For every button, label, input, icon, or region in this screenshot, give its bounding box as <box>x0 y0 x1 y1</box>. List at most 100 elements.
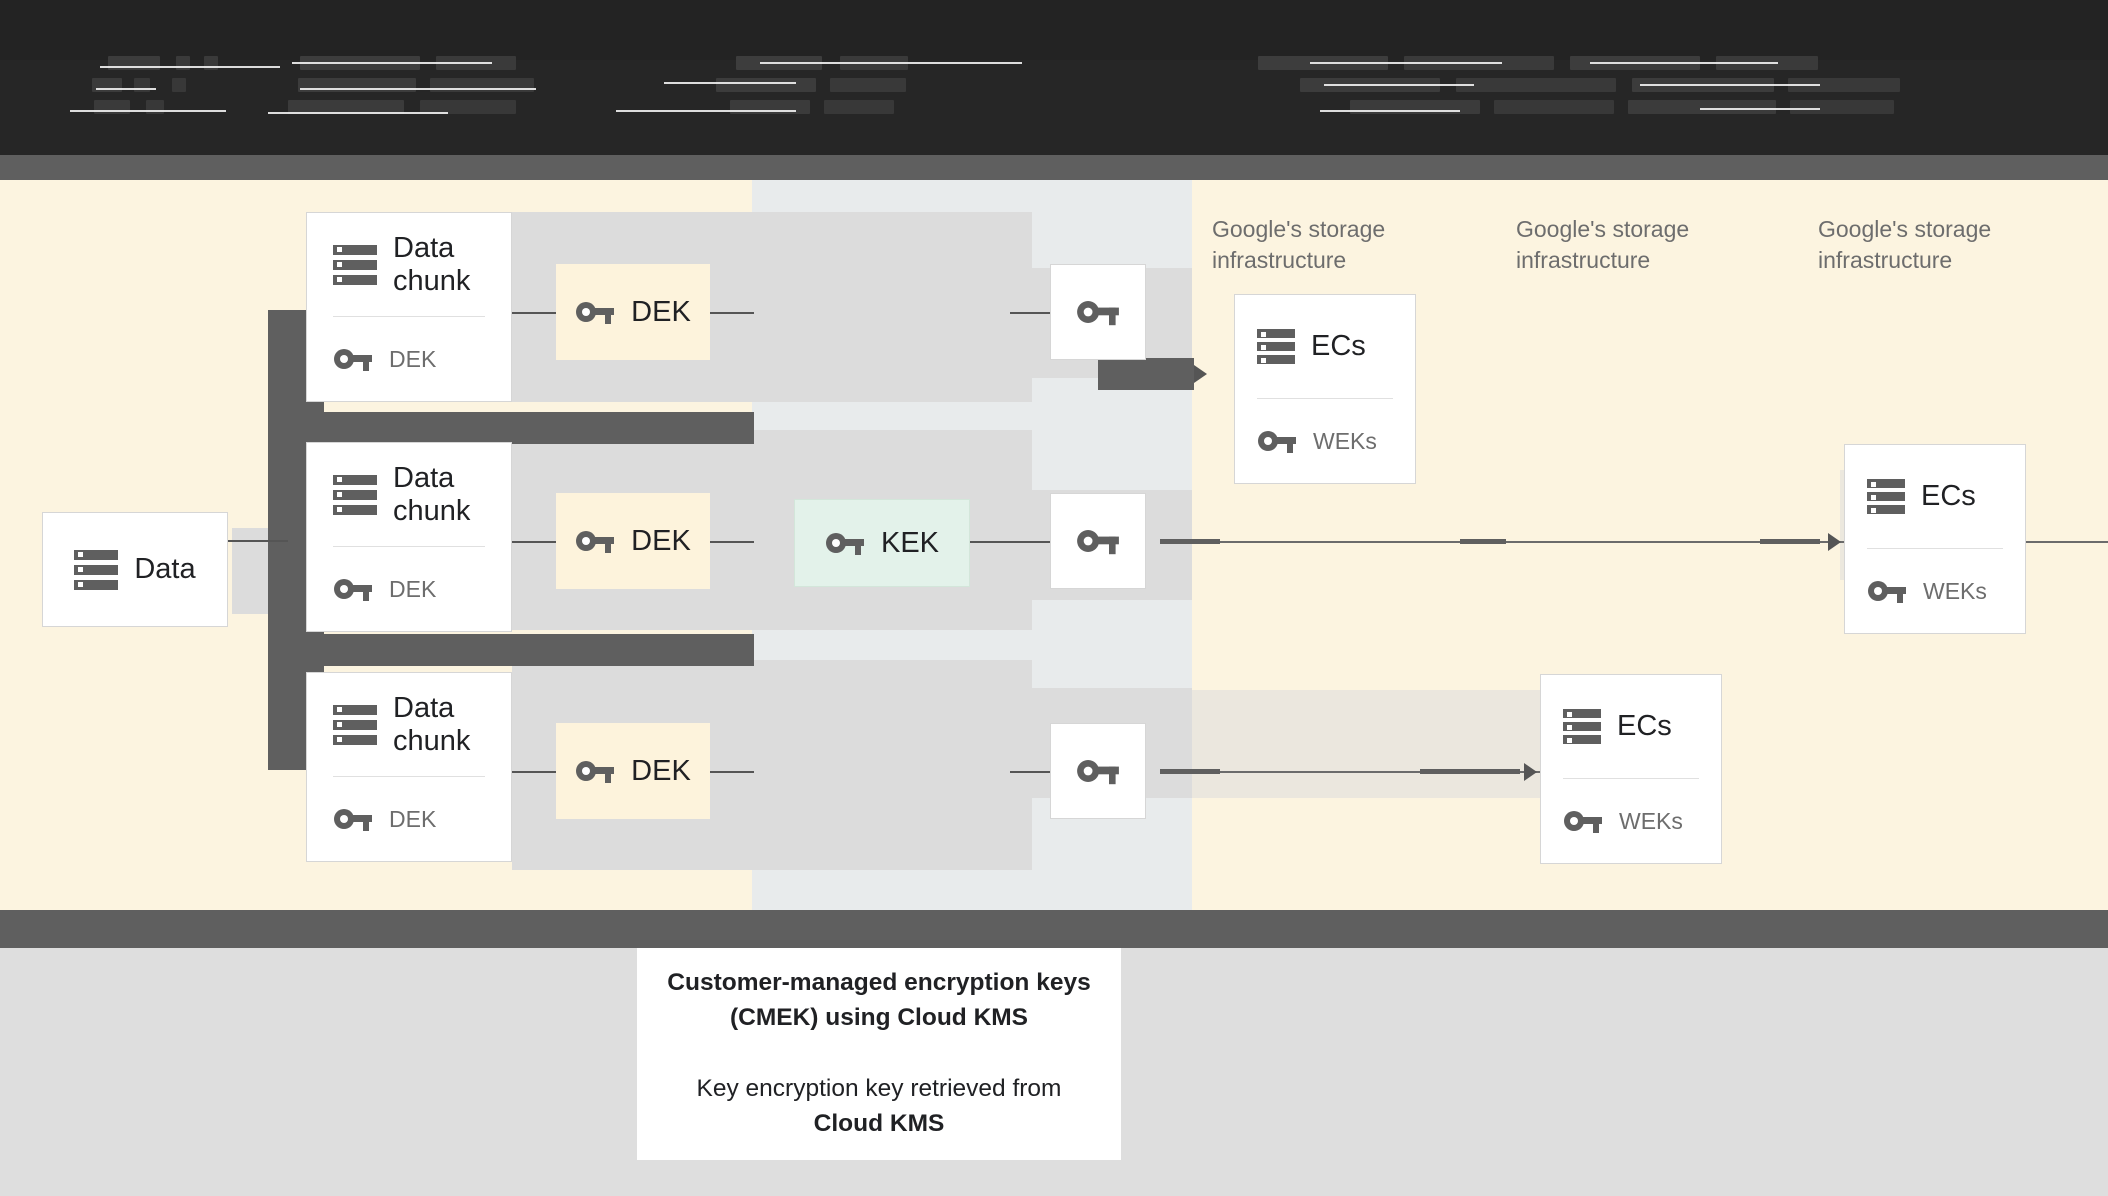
connector-row3-seg-b <box>1420 769 1520 774</box>
data-chunk-title: Data chunk <box>393 232 471 297</box>
ecs-card-footer: WEKs <box>1845 549 2025 633</box>
data-chunk-key-label: DEK <box>389 575 437 602</box>
arrowhead-to-ecs1 <box>1194 365 1207 383</box>
header-text-fragment <box>172 78 186 92</box>
header-text-underline <box>300 88 536 90</box>
ecs-title: ECs <box>1311 330 1366 363</box>
strip-row3-c <box>1192 690 1542 798</box>
data-chunk-title: Data chunk <box>393 462 471 527</box>
header-text-underline <box>1310 62 1502 64</box>
arrowhead-to-ecs3 <box>1524 763 1537 781</box>
data-chunk-key-label: DEK <box>389 805 437 832</box>
storage-column-caption: Google's storage infrastructure <box>1818 214 2018 275</box>
storage-caption-text: Google's storage infrastructure <box>1212 216 1386 273</box>
ecs-key-label: WEKs <box>1923 577 1987 604</box>
top-black-band <box>0 0 2108 60</box>
ecs-card[interactable]: ECs WEKs <box>1234 294 1416 484</box>
key-icon <box>1564 811 1602 833</box>
dek-label: DEK <box>631 524 691 557</box>
wrapped-key-box[interactable] <box>1050 723 1146 819</box>
dek-label: DEK <box>631 295 691 328</box>
header-text-underline <box>292 62 492 64</box>
header-text-fragment <box>288 100 404 114</box>
wrapped-key-box[interactable] <box>1050 493 1146 589</box>
header-text-fragment <box>1628 100 1776 114</box>
card-divider <box>1867 548 2003 549</box>
ecs-key-label: WEKs <box>1313 427 1377 454</box>
data-chunk-key-label: DEK <box>389 345 437 372</box>
ecs-card[interactable]: ECs WEKs <box>1844 444 2026 634</box>
data-chunk-card-header: Data chunk <box>307 673 511 776</box>
key-icon <box>334 349 372 371</box>
data-chunk-card[interactable]: Data chunk DEK <box>306 442 512 632</box>
caption-heading-line2: (CMEK) using Cloud KMS <box>729 1004 1029 1032</box>
data-chunk-card[interactable]: Data chunk DEK <box>306 212 512 402</box>
header-text-underline <box>100 66 280 68</box>
header-text-underline <box>96 88 156 90</box>
storage-caption-text: Google's storage infrastructure <box>1516 216 1690 273</box>
cmek-caption-box: Customer-managed encryption keys (CMEK) … <box>637 948 1121 1160</box>
header-text-fragment <box>420 100 516 114</box>
connector-row3-seg-a <box>1160 769 1220 774</box>
connector-row2-long <box>1160 541 2108 543</box>
dek-box[interactable]: DEK <box>556 723 710 819</box>
caption-heading: Customer-managed encryption keys (CMEK) … <box>667 966 1090 1036</box>
server-icon <box>1867 479 1905 514</box>
header-text-underline <box>1320 110 1460 112</box>
connector-row2-seg-b <box>1460 539 1506 544</box>
key-icon <box>334 579 372 601</box>
header-text-underline <box>70 110 226 112</box>
ecs-card-footer: WEKs <box>1541 779 1721 863</box>
header-text-underline <box>1700 108 1820 110</box>
connector-data-to-fanout <box>228 540 288 542</box>
header-text-underline <box>616 110 796 112</box>
data-chunk-card[interactable]: Data chunk DEK <box>306 672 512 862</box>
connector-dek1-out <box>710 312 754 314</box>
data-chunk-title: Data chunk <box>393 692 471 757</box>
data-source-label: Data <box>134 553 196 586</box>
ecs-card-header: ECs <box>1235 295 1415 398</box>
ecs-card-header: ECs <box>1845 445 2025 548</box>
fanout-arm-mid <box>268 634 754 666</box>
server-icon <box>333 474 377 515</box>
key-icon <box>1868 581 1906 603</box>
connector-chunk2-dek <box>512 541 556 543</box>
card-divider <box>333 546 485 547</box>
header-text-underline <box>1640 84 1820 86</box>
header-text-fragment <box>1790 100 1894 114</box>
caption-body-line1: Key encryption key retrieved from <box>696 1075 1062 1102</box>
wrapped-key-box[interactable] <box>1050 264 1146 360</box>
header-text-underline <box>760 62 1022 64</box>
key-icon <box>1077 760 1119 785</box>
caption-heading-line1: Customer-managed encryption keys <box>667 969 1091 997</box>
key-icon <box>825 533 864 555</box>
connector-chunk1-dek <box>512 312 556 314</box>
header-text-underline <box>664 82 796 84</box>
header-text-underline <box>268 112 448 114</box>
upper-gray-divider-band <box>0 155 2108 180</box>
dek-box[interactable]: DEK <box>556 264 710 360</box>
server-icon <box>333 704 377 745</box>
key-icon <box>334 809 372 831</box>
header-text-underline <box>1324 84 1474 86</box>
ecs-card[interactable]: ECs WEKs <box>1540 674 1722 864</box>
arrowhead-to-ecs2 <box>1828 533 1841 551</box>
storage-column-caption: Google's storage infrastructure <box>1212 214 1412 275</box>
key-icon <box>1077 530 1119 555</box>
server-icon <box>1257 329 1295 364</box>
fanout-arm-top <box>268 412 754 444</box>
connector-into-wek2 <box>1010 541 1050 543</box>
ecs-title: ECs <box>1617 710 1672 743</box>
dek-box[interactable]: DEK <box>556 493 710 589</box>
card-divider <box>1563 778 1699 779</box>
header-text-fragment <box>716 78 816 92</box>
ecs-title: ECs <box>1921 480 1976 513</box>
kek-box[interactable]: KEK <box>794 499 970 587</box>
caption-body-line2: Cloud KMS <box>813 1109 945 1137</box>
data-source-card[interactable]: Data <box>42 512 228 627</box>
storage-caption-text: Google's storage infrastructure <box>1818 216 1992 273</box>
header-text-underline <box>1590 62 1778 64</box>
header-text-fragment <box>824 100 894 114</box>
card-divider <box>333 776 485 777</box>
